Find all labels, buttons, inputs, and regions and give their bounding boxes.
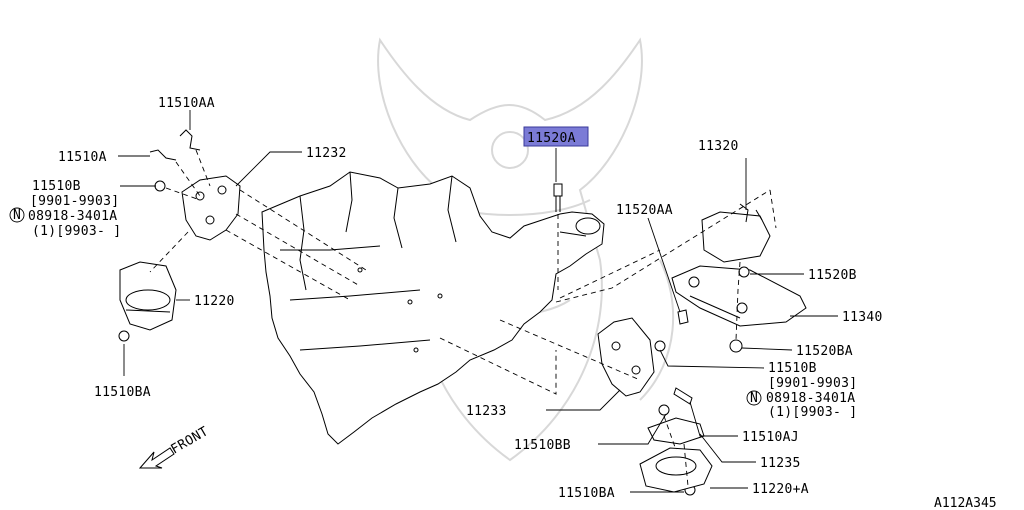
label-11232[interactable]: 11232 bbox=[306, 146, 347, 161]
left-bolts bbox=[118, 129, 201, 342]
right-rear-fasteners bbox=[677, 266, 750, 353]
label-11320[interactable]: 11320 bbox=[698, 139, 739, 154]
label-11510BA-left[interactable]: 11510BA bbox=[94, 385, 151, 400]
label-11340[interactable]: 11340 bbox=[842, 310, 883, 325]
label-11510B-right[interactable]: 11510B bbox=[768, 361, 817, 376]
diagram-code: A112A345 bbox=[934, 496, 997, 510]
right-mount-11220A bbox=[639, 447, 713, 493]
left-bracket-11232 bbox=[181, 175, 241, 241]
label-11520AA[interactable]: 11520AA bbox=[616, 203, 673, 218]
front-arrow bbox=[138, 447, 175, 469]
label-11520B[interactable]: 11520B bbox=[808, 268, 857, 283]
label-08918-right[interactable]: 08918-3401A bbox=[766, 391, 855, 406]
n-symbol-left-text: N bbox=[13, 208, 21, 223]
n-symbol-left-icon bbox=[9, 207, 25, 223]
label-11233[interactable]: 11233 bbox=[466, 404, 507, 419]
left-dashed-lines bbox=[149, 149, 367, 301]
label-11510BA-right[interactable]: 11510BA bbox=[558, 486, 615, 501]
rear-mount-11320 bbox=[701, 203, 771, 263]
label-08918-left[interactable]: 08918-3401A bbox=[28, 209, 117, 224]
lower-dashed-lines bbox=[439, 319, 689, 487]
label-11510BB[interactable]: 11510BB bbox=[514, 438, 571, 453]
label-08918-right-note: (1)[9903- ] bbox=[768, 405, 857, 420]
n-symbol-right-icon bbox=[746, 390, 762, 406]
label-11510AJ[interactable]: 11510AJ bbox=[742, 430, 799, 445]
highlight-11520A bbox=[523, 126, 589, 147]
label-11510B-left[interactable]: 11510B bbox=[32, 179, 81, 194]
label-11510A[interactable]: 11510A bbox=[58, 150, 107, 165]
crossmember-11340 bbox=[671, 265, 807, 327]
label-08918-left-note: (1)[9903- ] bbox=[32, 224, 121, 239]
label-11510B-right-range: [9901-9903] bbox=[768, 376, 857, 391]
label-11235[interactable]: 11235 bbox=[760, 456, 801, 471]
label-11510AA[interactable]: 11510AA bbox=[158, 96, 215, 111]
label-11510B-left-range: [9901-9903] bbox=[30, 194, 119, 209]
leader-lines bbox=[118, 110, 838, 493]
right-bracket-11233 bbox=[597, 317, 655, 397]
label-11220A[interactable]: 11220+A bbox=[752, 482, 809, 497]
label-11220[interactable]: 11220 bbox=[194, 294, 235, 309]
left-mount-11220 bbox=[119, 261, 177, 331]
label-11520A[interactable]: 11520A bbox=[527, 131, 576, 146]
center-bolt-11520A bbox=[553, 183, 563, 290]
front-label: FRONT bbox=[169, 424, 212, 457]
label-11520BA[interactable]: 11520BA bbox=[796, 344, 853, 359]
right-dashed-lines bbox=[555, 189, 777, 341]
engine-block bbox=[261, 171, 605, 445]
n-symbol-right-text: N bbox=[750, 391, 758, 406]
